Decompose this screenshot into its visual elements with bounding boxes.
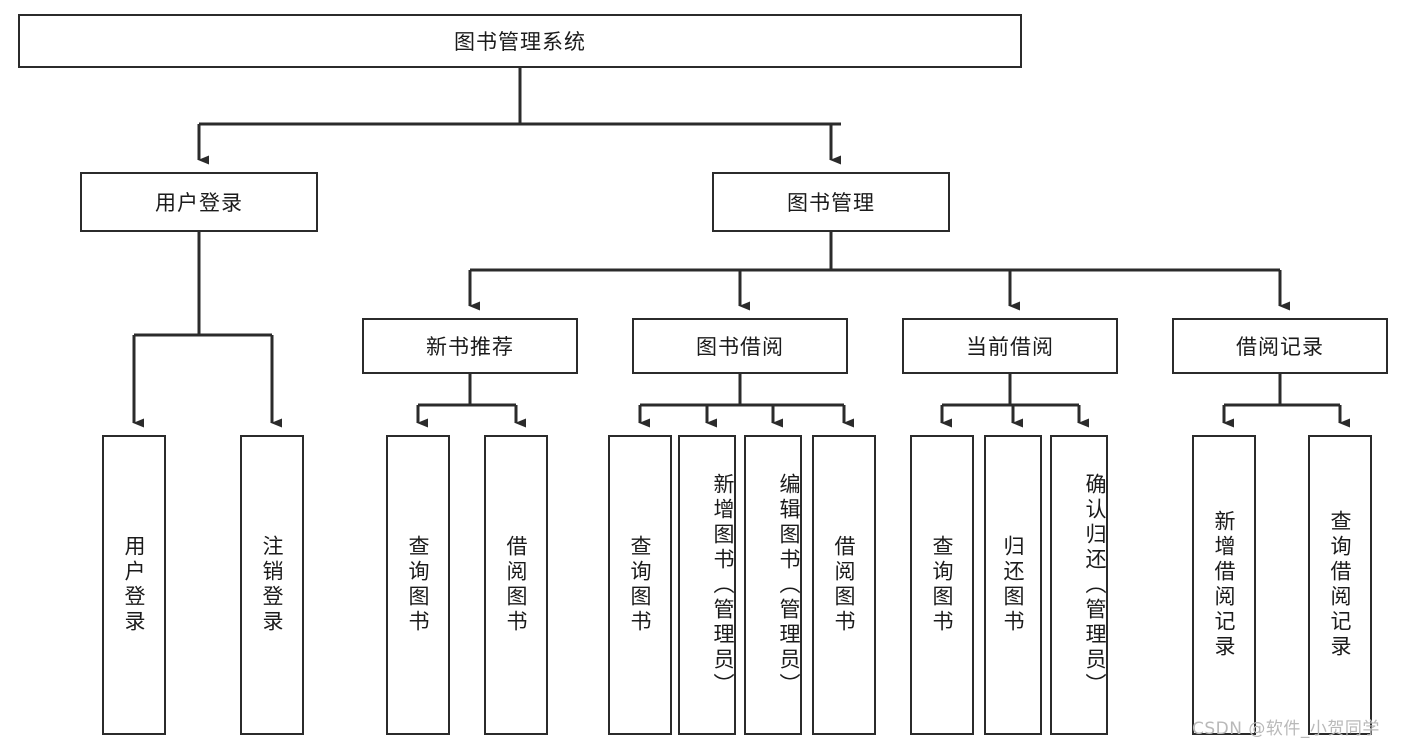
node-leaf-confirm-return-label: 确认归还（管理员） [1083,472,1107,698]
node-leaf-query-record[interactable]: 查询借阅记录 [1308,435,1372,735]
node-book-manage[interactable]: 图书管理 [712,172,950,232]
node-leaf-query-book-3-label: 查询图书 [930,535,955,635]
node-new-book-rec-label: 新书推荐 [426,335,514,359]
node-leaf-edit-book[interactable]: 编辑图书（管理员） [744,435,802,735]
node-leaf-query-book-3[interactable]: 查询图书 [910,435,974,735]
node-root-label: 图书管理系统 [454,30,586,54]
node-leaf-logout[interactable]: 注销登录 [240,435,304,735]
csdn-watermark: CSDN @软件_小贺同学 [1192,719,1380,739]
node-book-borrow-label: 图书借阅 [696,335,784,359]
node-leaf-edit-book-label: 编辑图书（管理员） [777,472,801,698]
node-leaf-query-book-2-label: 查询图书 [628,535,653,635]
node-user-login-label: 用户登录 [155,191,243,215]
node-leaf-add-book[interactable]: 新增图书（管理员） [678,435,736,735]
node-leaf-return-book[interactable]: 归还图书 [984,435,1042,735]
node-leaf-query-book-1-label: 查询图书 [406,535,431,635]
node-leaf-borrow-book-2-label: 借阅图书 [832,535,857,635]
node-leaf-user-login-label: 用户登录 [122,535,147,635]
node-book-manage-label: 图书管理 [787,191,875,215]
node-new-book-rec[interactable]: 新书推荐 [362,318,578,374]
node-root[interactable]: 图书管理系统 [18,14,1022,68]
node-leaf-logout-label: 注销登录 [260,535,285,635]
node-leaf-add-book-label: 新增图书（管理员） [711,472,735,698]
node-borrow-record[interactable]: 借阅记录 [1172,318,1388,374]
node-leaf-add-record[interactable]: 新增借阅记录 [1192,435,1256,735]
node-leaf-return-book-label: 归还图书 [1001,535,1026,635]
node-leaf-query-book-2[interactable]: 查询图书 [608,435,672,735]
node-leaf-query-book-1[interactable]: 查询图书 [386,435,450,735]
node-leaf-user-login[interactable]: 用户登录 [102,435,166,735]
node-current-borrow[interactable]: 当前借阅 [902,318,1118,374]
node-book-borrow[interactable]: 图书借阅 [632,318,848,374]
node-leaf-borrow-book-2[interactable]: 借阅图书 [812,435,876,735]
node-leaf-borrow-book-1[interactable]: 借阅图书 [484,435,548,735]
node-leaf-borrow-book-1-label: 借阅图书 [504,535,529,635]
node-borrow-record-label: 借阅记录 [1236,335,1324,359]
node-user-login[interactable]: 用户登录 [80,172,318,232]
node-leaf-add-record-label: 新增借阅记录 [1212,510,1237,660]
node-leaf-query-record-label: 查询借阅记录 [1328,510,1353,660]
node-current-borrow-label: 当前借阅 [966,335,1054,359]
node-leaf-confirm-return[interactable]: 确认归还（管理员） [1050,435,1108,735]
